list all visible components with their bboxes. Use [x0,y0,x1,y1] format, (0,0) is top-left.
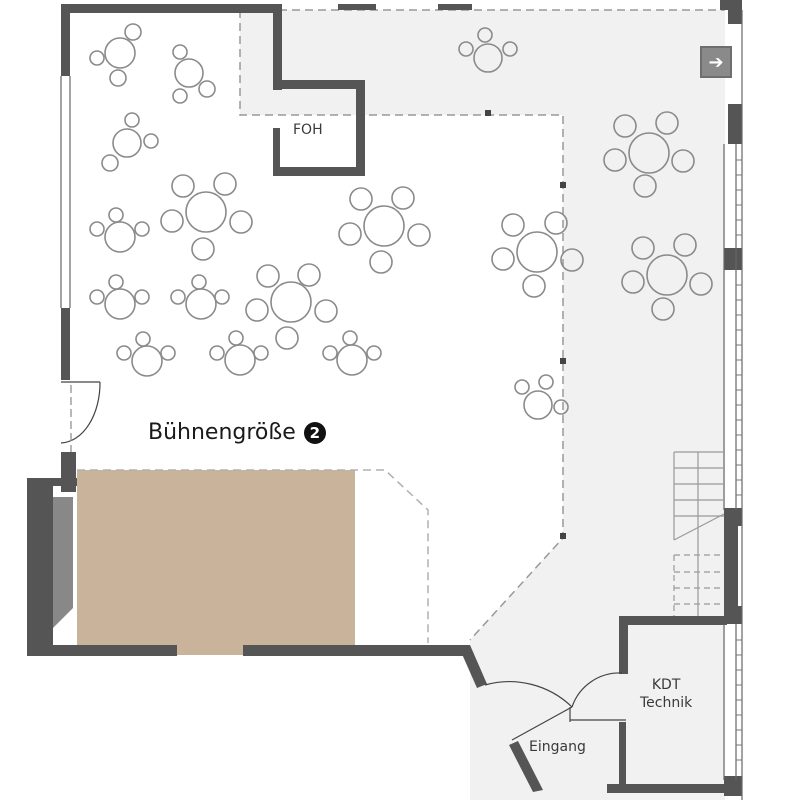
tech-room-label: KDT Technik [640,676,692,712]
table-small [209,330,269,376]
left-window [60,76,71,308]
table-small [89,274,150,320]
stage-label: Bühnengröße 2 [148,420,326,445]
staircase [673,451,725,616]
table-small [458,27,518,73]
table-large [160,172,253,261]
tables [89,23,713,420]
exit-sign: ➔ [700,46,732,78]
stage-label-text: Bühnengröße [148,420,296,445]
table-small [322,330,382,376]
table-small [89,207,150,253]
posts [485,110,566,539]
table-small [101,112,159,172]
table-large [338,186,431,274]
lounge-zone [240,10,725,800]
tech-room-label-line1: KDT [651,677,681,693]
table-large [603,111,695,198]
stage-side-panel [53,497,73,628]
walls [27,0,742,796]
stage-extension-outline [77,469,429,643]
table-large [245,263,338,350]
table-small [116,331,176,377]
table-small [89,23,142,87]
left-door [60,381,101,452]
table-large [621,233,713,321]
lounge-zone-outline [239,9,725,641]
entrance-label: Eingang [529,739,586,755]
table-large [491,211,584,298]
window-ticks [736,159,742,761]
stage-number-badge: 2 [303,421,326,444]
table-small [170,274,230,320]
foh-label: FOH [293,122,323,138]
table-small [514,374,569,420]
stage-area [77,470,355,655]
arrow-right-icon: ➔ [708,51,724,73]
entrance-doors [484,672,626,741]
tech-room-label-line2: Technik [640,695,693,711]
table-small [172,44,216,104]
